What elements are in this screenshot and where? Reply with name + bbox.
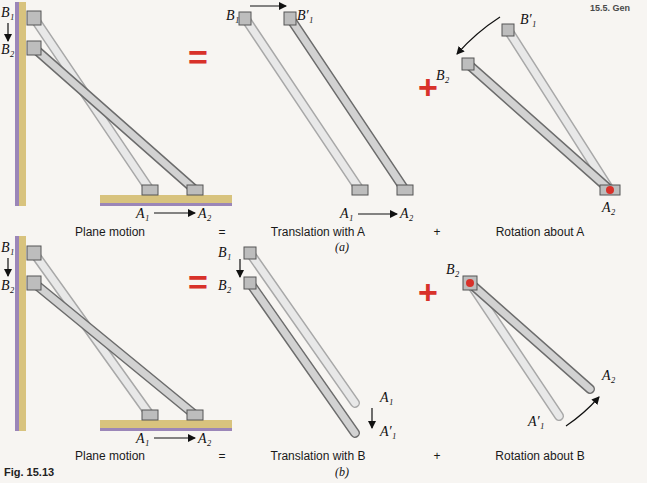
point-label: B₁ bbox=[218, 245, 231, 261]
page-header: 15.5. Gen bbox=[590, 3, 630, 13]
point-label: B₂ bbox=[1, 42, 14, 58]
panel-caption: Translation with A bbox=[271, 226, 365, 240]
point-label: A₁ bbox=[136, 431, 149, 447]
point-label: A′₁ bbox=[380, 424, 396, 440]
panel-caption: = bbox=[218, 226, 225, 240]
panel-caption: Rotation about A bbox=[496, 226, 585, 240]
figure-caption: Fig. 15.13 bbox=[4, 466, 54, 479]
panel-caption: Rotation about B bbox=[495, 450, 584, 464]
panel-caption: + bbox=[433, 450, 440, 464]
point-label: A₁ bbox=[340, 206, 353, 222]
point-label: A₁ bbox=[380, 390, 393, 406]
part-tag: (b) bbox=[335, 466, 349, 480]
point-label: B₁ bbox=[226, 8, 239, 24]
point-label: B′₁ bbox=[297, 8, 313, 24]
point-label: A₂ bbox=[602, 200, 615, 216]
panel-caption: Plane motion bbox=[75, 226, 145, 240]
red-operator: = bbox=[188, 40, 208, 74]
red-operator: + bbox=[418, 70, 438, 104]
panel-caption: Translation with B bbox=[271, 450, 366, 464]
point-label: B₂ bbox=[446, 262, 459, 278]
red-operator: + bbox=[418, 275, 438, 309]
point-label: B₁ bbox=[1, 240, 14, 256]
point-label: A₂ bbox=[400, 206, 413, 222]
point-label: A₁ bbox=[136, 206, 149, 222]
panel-caption: Plane motion bbox=[75, 450, 145, 464]
point-label: B₂ bbox=[218, 278, 231, 294]
point-label: A₂ bbox=[602, 368, 615, 384]
panel-caption: = bbox=[218, 450, 225, 464]
point-label: B₂ bbox=[1, 278, 14, 294]
point-label: B₂ bbox=[436, 68, 449, 84]
red-operator: = bbox=[188, 265, 208, 299]
point-label: A₂ bbox=[198, 206, 211, 222]
part-tag: (a) bbox=[335, 241, 349, 255]
point-label: B′₁ bbox=[520, 12, 536, 28]
point-label: A₂ bbox=[198, 431, 211, 447]
point-label: A′₁ bbox=[528, 414, 544, 430]
point-label: B₁ bbox=[1, 5, 14, 21]
panel-caption: + bbox=[433, 226, 440, 240]
